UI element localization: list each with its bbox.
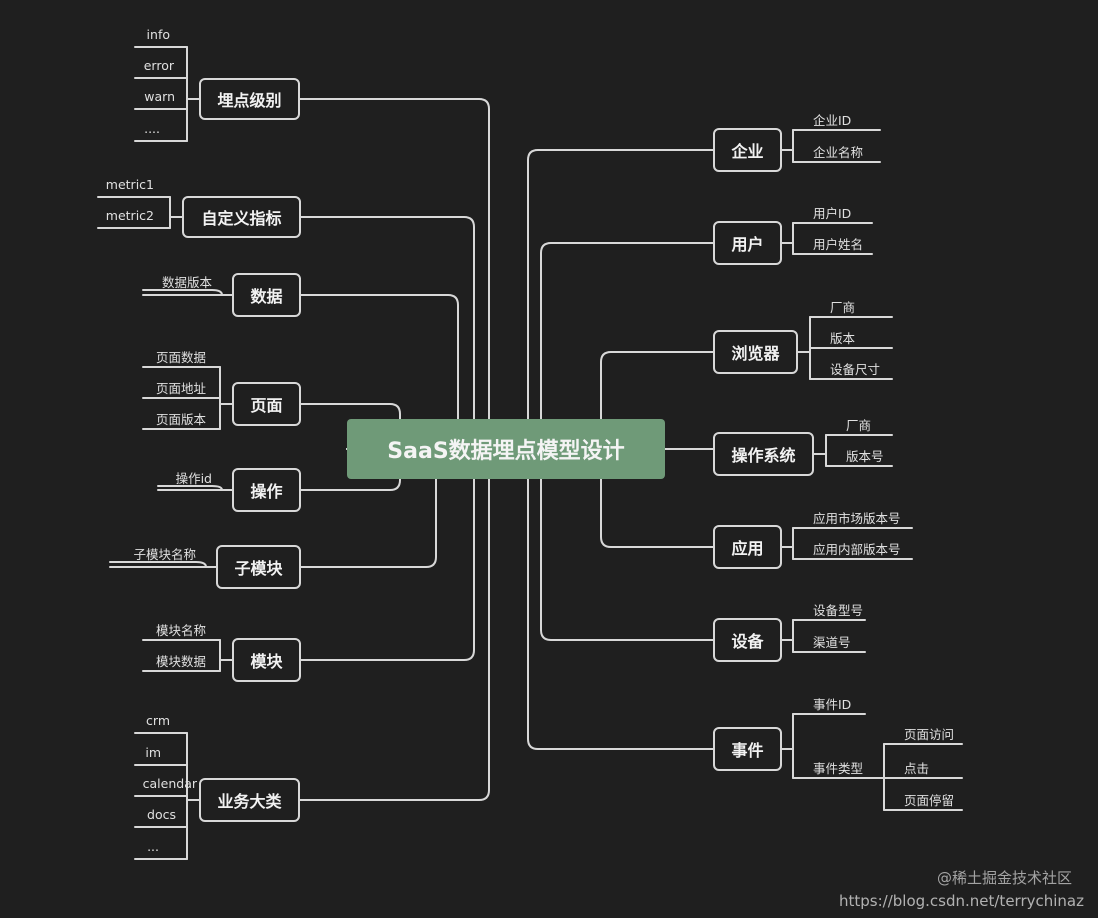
- connector-right-2: [600, 351, 714, 450]
- branch-node-right-6[interactable]: 事件: [713, 727, 782, 771]
- connector-left-3: [300, 403, 401, 450]
- sub-leaf-1[interactable]: 点击: [904, 761, 930, 776]
- branch-node-right-0[interactable]: 企业: [713, 128, 782, 172]
- leaf-left-7-2[interactable]: calendar: [142, 776, 197, 791]
- sub-leaf-2[interactable]: 页面停留: [904, 793, 955, 808]
- leaf-left-3-1[interactable]: 页面地址: [155, 381, 206, 396]
- leaf-left-0-1[interactable]: error: [143, 58, 174, 73]
- leaf-left-0-0[interactable]: info: [146, 27, 170, 42]
- leaf-right-2-1[interactable]: 版本: [830, 331, 856, 346]
- branch-node-left-2[interactable]: 数据: [232, 273, 301, 317]
- leaf-left-7-4[interactable]: ...: [147, 839, 159, 854]
- leaf-left-0-2[interactable]: warn: [144, 89, 175, 104]
- branch-node-left-6[interactable]: 模块: [232, 638, 301, 682]
- branch-node-left-5[interactable]: 子模块: [216, 545, 301, 589]
- leaf-left-3-2[interactable]: 页面版本: [155, 412, 206, 427]
- leaf-left-2-0[interactable]: 数据版本: [161, 275, 212, 290]
- leaf-right-1-1[interactable]: 用户姓名: [813, 237, 864, 252]
- leaf-right-5-1[interactable]: 渠道号: [813, 635, 851, 650]
- connector-right-1: [540, 242, 714, 450]
- connector-left-5: [300, 448, 437, 568]
- leaf-underline-left-4: [157, 485, 223, 491]
- leaf-right-0-1[interactable]: 企业名称: [813, 145, 864, 160]
- branch-node-right-4[interactable]: 应用: [713, 525, 782, 569]
- connector-left-4: [300, 448, 401, 491]
- leaf-right-2-0[interactable]: 厂商: [830, 300, 856, 315]
- leaf-right-4-1[interactable]: 应用内部版本号: [813, 542, 901, 557]
- leaf-left-1-0[interactable]: metric1: [105, 177, 154, 192]
- leaf-left-0-3[interactable]: ....: [144, 121, 160, 136]
- connector-left-2: [300, 294, 459, 450]
- root-node[interactable]: SaaS数据埋点模型设计: [347, 419, 665, 479]
- leaf-left-5-0[interactable]: 子模块名称: [133, 547, 196, 562]
- connector-left-7: [299, 448, 490, 801]
- connector-left-6: [300, 448, 475, 661]
- connector-right-6: [527, 448, 714, 750]
- branch-node-left-3[interactable]: 页面: [232, 382, 301, 426]
- leaf-left-7-3[interactable]: docs: [147, 807, 176, 822]
- branch-node-left-7[interactable]: 业务大类: [199, 778, 300, 822]
- leaf-right-2-2[interactable]: 设备尺寸: [830, 362, 881, 377]
- branch-node-right-5[interactable]: 设备: [713, 618, 782, 662]
- leaf-left-6-0[interactable]: 模块名称: [155, 623, 206, 638]
- leaf-underline-left-5: [109, 561, 207, 568]
- connector-right-5: [540, 448, 714, 641]
- leaf-left-4-0[interactable]: 操作id: [175, 471, 212, 486]
- connector-left-1: [300, 216, 475, 450]
- leaf-right-6-1[interactable]: 事件类型: [813, 761, 864, 776]
- branch-node-left-1[interactable]: 自定义指标: [182, 196, 301, 238]
- leaf-left-7-1[interactable]: im: [145, 745, 161, 760]
- branch-node-left-4[interactable]: 操作: [232, 468, 301, 512]
- sub-leaf-0[interactable]: 页面访问: [904, 727, 955, 742]
- leaf-right-6-0[interactable]: 事件ID: [813, 697, 852, 712]
- leaf-left-7-0[interactable]: crm: [146, 713, 170, 728]
- branch-node-right-2[interactable]: 浏览器: [713, 330, 798, 374]
- watermark-juejin: @稀土掘金技术社区: [936, 869, 1072, 887]
- branch-node-right-1[interactable]: 用户: [713, 221, 782, 265]
- connector-right-0: [527, 149, 714, 450]
- leaf-right-1-0[interactable]: 用户ID: [813, 206, 852, 221]
- leaf-right-4-0[interactable]: 应用市场版本号: [813, 511, 901, 526]
- leaf-left-3-0[interactable]: 页面数据: [155, 350, 206, 365]
- leaf-left-6-1[interactable]: 模块数据: [155, 654, 206, 669]
- branch-node-right-3[interactable]: 操作系统: [713, 432, 814, 476]
- leaf-left-1-1[interactable]: metric2: [105, 208, 154, 223]
- branch-node-left-0[interactable]: 埋点级别: [199, 78, 300, 120]
- leaf-right-3-0[interactable]: 厂商: [846, 418, 872, 433]
- leaf-right-3-1[interactable]: 版本号: [846, 449, 884, 464]
- connector-left-0: [299, 98, 490, 450]
- leaf-right-5-0[interactable]: 设备型号: [813, 603, 864, 618]
- connector-right-4: [600, 448, 714, 548]
- leaf-right-0-0[interactable]: 企业ID: [813, 113, 852, 128]
- leaf-underline-left-2: [142, 289, 223, 296]
- watermark-url: https://blog.csdn.net/terrychinaz: [838, 892, 1084, 910]
